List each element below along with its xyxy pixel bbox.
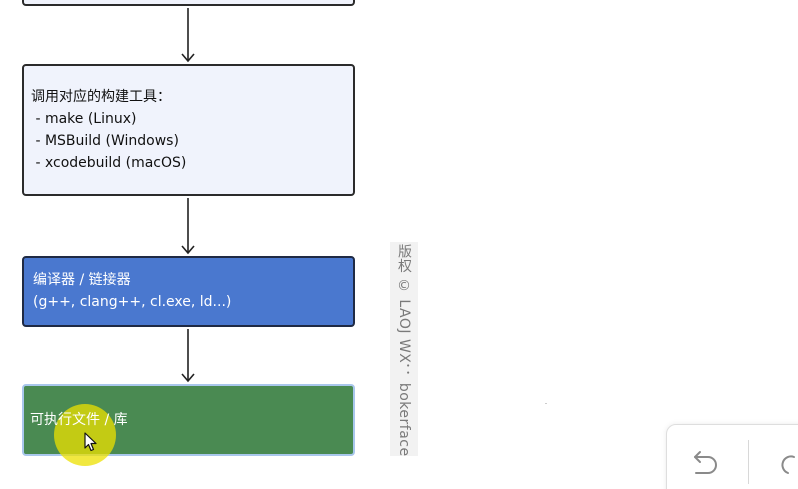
redo-icon[interactable] [778, 448, 798, 478]
arrow-to-build-tools [181, 8, 195, 63]
compiler-linker-box: 编译器 / 链接器 (g++, clang++, cl.exe, ld...) [22, 256, 355, 327]
compiler-line: 编译器 / 链接器 [33, 272, 131, 288]
executable-line: 可执行文件 / 库 [30, 412, 128, 428]
build-tools-box: 调用对应的构建工具： - make (Linux) - MSBuild (Win… [22, 64, 355, 196]
compiler-line: (g++, clang++, cl.exe, ld...) [33, 294, 232, 310]
mouse-pointer-icon [84, 432, 97, 452]
previous-step-box [22, 0, 355, 6]
arrow-to-executable [181, 329, 195, 383]
build-tools-line: - make (Linux) [31, 111, 137, 127]
speck [545, 403, 547, 404]
build-tools-line: 调用对应的构建工具： [31, 89, 171, 105]
toolbar-divider [748, 440, 749, 484]
build-tools-line: - xcodebuild (macOS) [31, 155, 187, 171]
undo-icon[interactable] [686, 448, 720, 478]
arrow-to-compiler [181, 198, 195, 255]
watermark-text: 版权 © LAOJ WX： bokerface [396, 244, 412, 457]
build-tools-line: - MSBuild (Windows) [31, 133, 179, 149]
watermark-strip: 版权 © LAOJ WX： bokerface [390, 242, 418, 457]
floating-toolbar [666, 424, 798, 489]
